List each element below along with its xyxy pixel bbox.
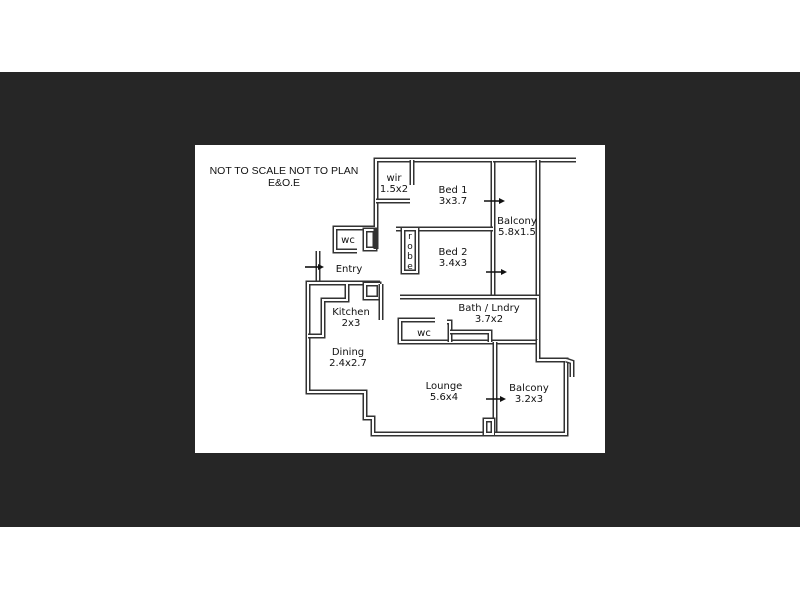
room-lounge-size: 5.6x4 bbox=[430, 392, 458, 403]
room-bed2-name: Bed 2 bbox=[439, 247, 468, 258]
room-kitchen-size: 2x3 bbox=[342, 318, 361, 329]
room-wir-size: 1.5x2 bbox=[380, 184, 408, 195]
room-balcony2-size: 3.2x3 bbox=[515, 394, 543, 405]
robe-letter-e: e bbox=[407, 262, 413, 272]
arrow-head-icon bbox=[500, 396, 506, 402]
room-balcony1-name: Balcony bbox=[497, 216, 537, 227]
floor-plan: NOT TO SCALE NOT TO PLAN E&O.E wir 1.5x2… bbox=[195, 145, 605, 453]
room-entry-name: Entry bbox=[336, 264, 363, 275]
arrow-head-icon bbox=[499, 198, 505, 204]
room-bath-size: 3.7x2 bbox=[475, 314, 503, 325]
robe-letter-b: b bbox=[407, 252, 413, 262]
room-bed2-size: 3.4x3 bbox=[439, 258, 467, 269]
disclaimer-line-1: NOT TO SCALE NOT TO PLAN bbox=[210, 165, 359, 177]
walls bbox=[305, 157, 576, 437]
robe-letter-r: r bbox=[408, 232, 412, 242]
room-lounge-name: Lounge bbox=[426, 381, 463, 392]
room-bed1-name: Bed 1 bbox=[439, 185, 468, 196]
room-wir-name: wir bbox=[386, 173, 402, 184]
room-wc2-name: wc bbox=[417, 328, 431, 339]
room-kitchen-name: Kitchen bbox=[332, 307, 370, 318]
arrow-head-icon bbox=[501, 269, 507, 275]
room-bed1-size: 3x3.7 bbox=[439, 196, 467, 207]
disclaimer-line-2: E&O.E bbox=[268, 177, 300, 189]
floor-plan-drawing: NOT TO SCALE NOT TO PLAN E&O.E wir 1.5x2… bbox=[210, 157, 576, 437]
door-arrows bbox=[305, 198, 507, 402]
room-dining-size: 2.4x2.7 bbox=[329, 358, 367, 369]
room-bath-name: Bath / Lndry bbox=[458, 303, 519, 314]
room-dining-name: Dining bbox=[332, 347, 364, 358]
room-balcony1-size: 5.8x1.5 bbox=[498, 227, 536, 238]
room-labels: wir 1.5x2 Bed 1 3x3.7 Balcony 5.8x1.5 wc… bbox=[329, 173, 549, 405]
notes: NOT TO SCALE NOT TO PLAN E&O.E bbox=[210, 165, 359, 189]
room-balcony2-name: Balcony bbox=[509, 383, 549, 394]
robe-letter-o: o bbox=[407, 242, 413, 252]
arrow-head-icon bbox=[318, 264, 324, 270]
room-wc1-name: wc bbox=[341, 235, 355, 246]
